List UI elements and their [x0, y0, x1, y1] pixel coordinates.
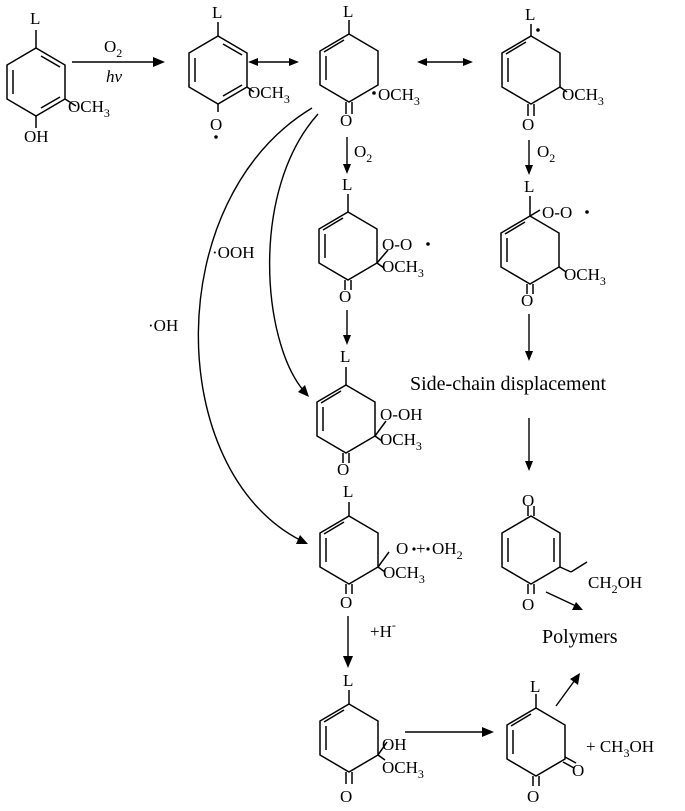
peroxy-a-molecule	[318, 194, 389, 290]
oxonium-molecule	[319, 502, 390, 594]
o-quinone-molecule	[506, 694, 577, 786]
reagent-o2-a: O2	[354, 142, 372, 165]
carbon-radical-a-l-label: L	[343, 2, 353, 21]
hydroperoxide-l-label: L	[340, 347, 350, 366]
reagent-ooh-label: ·OOH	[212, 243, 255, 262]
carbon-radical-a-o-label: O	[340, 111, 352, 130]
reagent-oh-label: ·OH	[148, 316, 178, 335]
oxonium-plus: +	[416, 539, 426, 558]
guaiacol-molecule	[6, 30, 77, 128]
reagent-o2-b: O2	[537, 142, 555, 165]
arrow-quinone-to-polymers	[545, 591, 577, 607]
peroxy-b-o-label: O	[521, 291, 533, 310]
peroxy-a-och3-label: OCH3	[382, 257, 424, 280]
phenoxy-och3-label: OCH3	[248, 83, 290, 106]
radical-dot	[585, 210, 589, 214]
radical-dot	[426, 547, 430, 551]
curved-arrow-ooh	[268, 113, 319, 391]
oxonium-oh2-label: OH2	[432, 539, 463, 562]
carbon-radical-b-l-label: L	[525, 5, 535, 24]
hemiketal-o-label: O	[340, 787, 352, 806]
p-quinone-o-top: O	[522, 491, 534, 510]
arrow-o-quinone-to-polymers	[555, 679, 576, 707]
reagent-o2-top: O2	[104, 37, 122, 60]
radical-dot	[536, 28, 540, 32]
hemiketal-och3-label: OCH3	[382, 758, 424, 781]
radical-dot	[372, 91, 376, 95]
oxonium-och3-label: OCH3	[383, 563, 425, 586]
hydroperoxide-och3-label: OCH3	[380, 430, 422, 453]
carbon-radical-b-o-label: O	[522, 115, 534, 134]
guaiacol-l-label: L	[30, 9, 40, 28]
carbon-radical-a-och3-label: OCH3	[378, 85, 420, 108]
phenoxy-l-label: L	[212, 3, 222, 22]
hydroperoxide-ooh-label: O-OH	[380, 405, 423, 424]
guaiacol-och3-label: OCH3	[68, 97, 110, 120]
phenoxy-radical-molecule	[188, 22, 255, 112]
o-quinone-l-label: L	[530, 677, 540, 696]
guaiacol-oh-label: OH	[24, 127, 49, 146]
hemiketal-molecule	[319, 690, 388, 784]
radical-dot	[214, 135, 218, 139]
o-quinone-o-right: O	[572, 761, 584, 780]
carbon-radical-b-och3-label: OCH3	[562, 85, 604, 108]
hydroperoxide-o-label: O	[337, 460, 349, 479]
p-quinone-molecule	[501, 506, 588, 594]
oxonium-o-label: O	[396, 539, 408, 558]
peroxy-b-l-label: L	[524, 177, 534, 196]
reagent-h-minus: +H-	[370, 618, 396, 641]
peroxy-a-o-label: O	[339, 287, 351, 306]
oxonium-o-bottom: O	[340, 593, 352, 612]
polymers-label: Polymers	[542, 626, 618, 648]
hydroperoxide-molecule	[316, 367, 387, 463]
peroxy-b-oo-label: O-O	[542, 203, 572, 222]
peroxy-b-molecule	[500, 196, 567, 294]
resonance-arrow-2	[417, 58, 473, 66]
phenoxy-o-label: O	[210, 115, 222, 134]
hemiketal-l-label: L	[343, 671, 353, 690]
o-quinone-o-bottom: O	[527, 787, 539, 806]
p-quinone-o-bottom: O	[522, 595, 534, 614]
reagent-hv: hv	[106, 67, 123, 86]
peroxy-a-l-label: L	[342, 175, 352, 194]
radical-dot	[412, 547, 416, 551]
radical-dot	[426, 242, 430, 246]
peroxy-b-och3-label: OCH3	[564, 265, 606, 288]
side-chain-displacement-label: Side-chain displacement	[410, 373, 606, 395]
p-quinone-ch2oh-label: CH2OH	[588, 573, 642, 596]
resonance-arrow-1	[248, 58, 299, 66]
peroxy-a-oo-label: O-O	[382, 235, 412, 254]
oxonium-l-label: L	[343, 482, 353, 501]
curved-arrow-oh	[197, 107, 313, 541]
methanol-label: + CH3OH	[586, 737, 654, 760]
hemiketal-oh-label: OH	[382, 735, 407, 754]
carbon-radical-b-molecule	[501, 24, 568, 116]
carbon-radical-a-molecule	[319, 20, 379, 114]
